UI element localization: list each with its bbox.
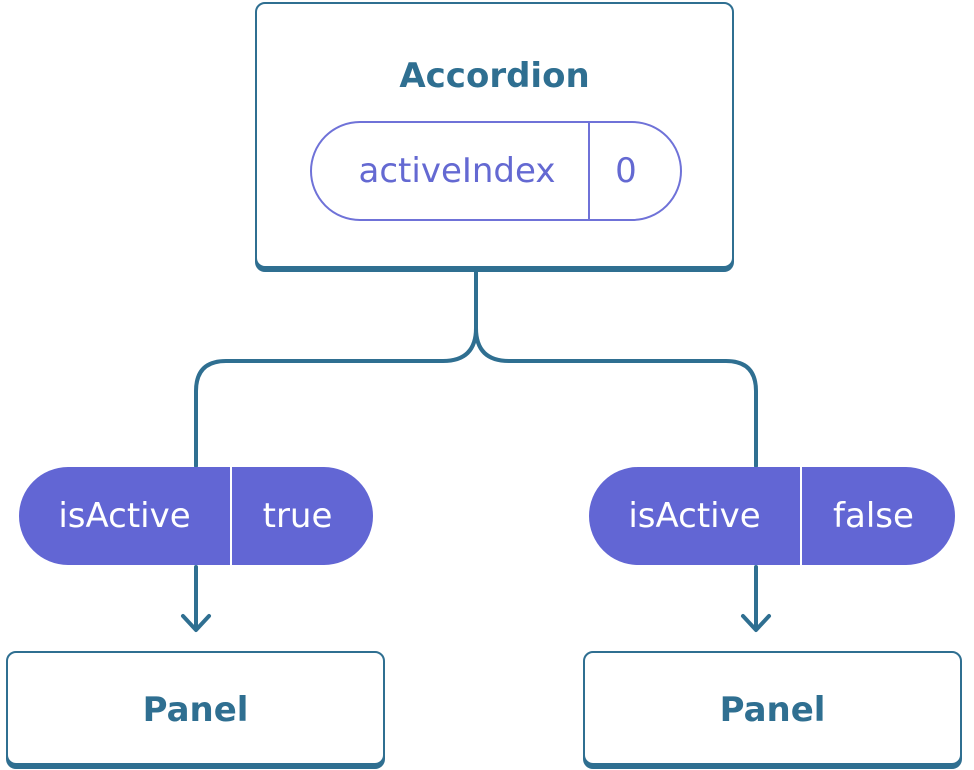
right-prop-value: false <box>833 496 914 536</box>
right-arrow-head <box>741 614 771 632</box>
left-prop-value: true <box>262 496 333 536</box>
right-panel-node: Panel <box>583 651 962 765</box>
left-isactive-prop-pill: isActive true <box>19 467 373 565</box>
accordion-title: Accordion <box>399 56 590 96</box>
state-value: 0 <box>615 151 637 191</box>
accordion-node: Accordion activeIndex 0 <box>255 2 734 268</box>
active-index-state-pill: activeIndex 0 <box>310 121 682 221</box>
left-branch-line <box>194 268 478 468</box>
state-name: activeIndex <box>312 123 590 219</box>
right-panel-title: Panel <box>719 690 826 730</box>
left-arrow-head <box>181 614 211 632</box>
right-isactive-prop-pill: isActive false <box>589 467 955 565</box>
left-prop-name: isActive <box>19 467 232 565</box>
left-panel-title: Panel <box>142 690 249 730</box>
right-branch-line <box>474 268 758 468</box>
left-panel-node: Panel <box>6 651 385 765</box>
right-prop-name: isActive <box>589 467 802 565</box>
